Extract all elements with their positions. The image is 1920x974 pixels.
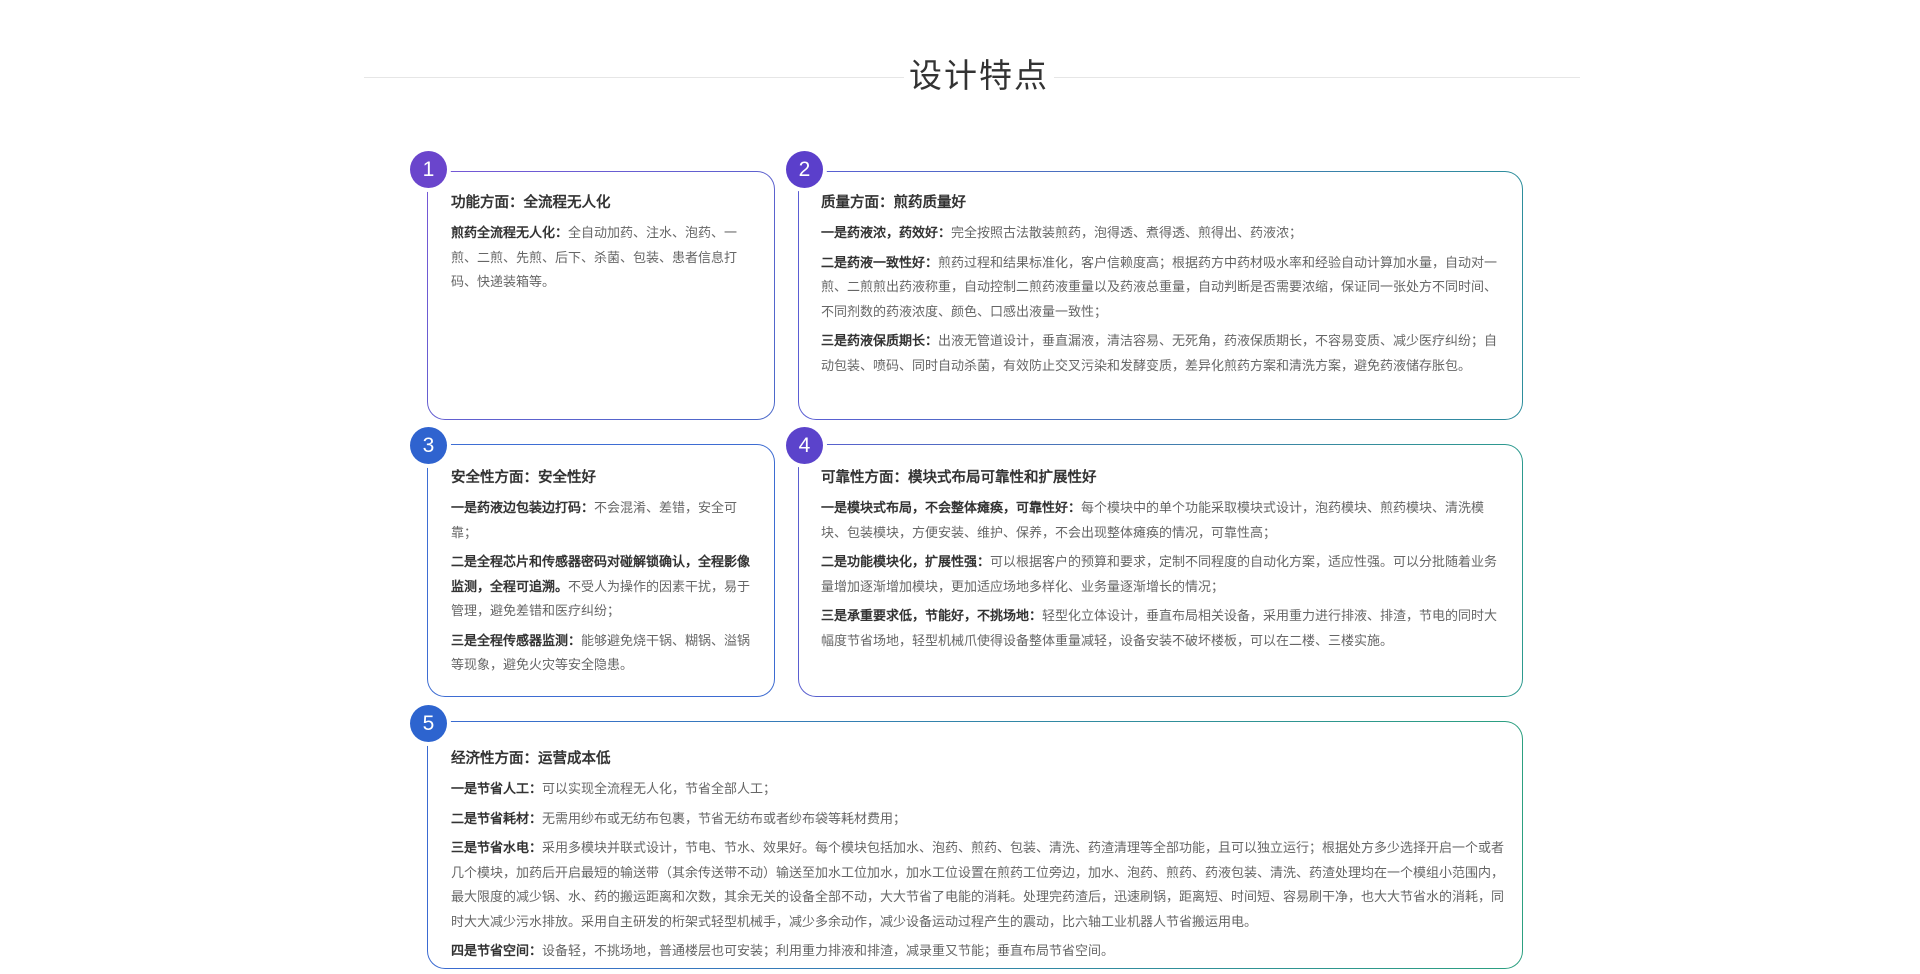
feature-card-economy (427, 721, 1523, 969)
card-paragraph: 三是药液保质期长：出液无管道设计，垂直漏液，清洁容易、无死角，药液保质期长，不容… (821, 330, 1506, 379)
card-paragraph: 一是药液浓，药效好：完全按照古法散装煎药，泡得透、煮得透、煎得出、药液浓； (821, 222, 1506, 247)
card-title: 经济性方面：运营成本低 (451, 751, 611, 767)
card-paragraph: 一是节省人工：可以实现全流程无人化，节省全部人工； (451, 778, 1506, 803)
paragraph-lead: 一是药液边包装边打码： (451, 501, 595, 516)
feature-card-safety (427, 444, 775, 697)
paragraph-text: 不会混淆、差错，安全可靠； (451, 501, 738, 541)
card-content: 安全性方面：安全性好 一是药液边包装边打码：不会混淆、差错，安全可靠； 二是全程… (451, 468, 757, 684)
paragraph-text: 无需用纱布或无纺布包裹，节省无纺布或者纱布袋等耗材费用； (542, 811, 907, 827)
paragraph-text: 轻型化立体设计，垂直布局相关设备，采用重力进行排液、排渣，节电的同时大幅度节省场… (821, 609, 1498, 649)
card-title: 可靠性方面：模块式布局可靠性和扩展性好 (821, 470, 1097, 486)
card-content: 经济性方面：运营成本低 一是节省人工：可以实现全流程无人化，节省全部人工； 二是… (451, 749, 1506, 970)
card-title: 质量方面：煎药质量好 (821, 195, 966, 211)
card-content: 可靠性方面：模块式布局可靠性和扩展性好 一是模块式布局，不会整体瘫痪，可靠性好：… (821, 468, 1506, 659)
feature-card-reliability (798, 444, 1523, 697)
paragraph-lead: 一是药液浓，药效好： (821, 226, 952, 241)
paragraph-text: 设备轻，不挑场地，普通楼层也可安装；利用重力排液和排渣，减录重又节能；垂直布局节… (542, 944, 1115, 959)
paragraph-lead: 二是全程芯片和传感器密码对碰解锁确认，全程影像监测，全程可追溯。 (451, 555, 751, 595)
card-number-badge: 4 (786, 427, 823, 464)
card-title: 功能方面：全流程无人化 (451, 195, 611, 211)
card-paragraph: 三是全程传感器监测：能够避免烧干锅、糊锅、溢锅等现象，避免火灾等安全隐患。 (451, 630, 757, 679)
paragraph-text: 能够避免烧干锅、糊锅、溢锅等现象，避免火灾等安全隐患。 (451, 633, 751, 674)
card-number-badge: 5 (410, 705, 447, 742)
paragraph-text: 完全按照古法散装煎药，泡得透、煮得透、煎得出、药液浓； (951, 226, 1303, 241)
page-title: 设计特点 (904, 50, 1054, 102)
paragraph-lead: 煎药全流程无人化： (451, 226, 569, 241)
paragraph-text: 采用多模块并联式设计，节电、节水、效果好。每个模块包括加水、泡药、煎药、包装、清… (451, 841, 1505, 930)
card-content: 质量方面：煎药质量好 一是药液浓，药效好：完全按照古法散装煎药，泡得透、煮得透、… (821, 193, 1506, 384)
paragraph-lead: 四是节省空间： (451, 944, 543, 959)
feature-card-quality (798, 171, 1523, 420)
paragraph-text: 不受人为操作的因素干扰，易于管理，避免差错和医疗纠纷； (451, 579, 751, 620)
card-paragraph: 三是承重要求低，节能好，不挑场地：轻型化立体设计，垂直布局相关设备，采用重力进行… (821, 605, 1506, 654)
paragraph-lead: 三是全程传感器监测： (451, 633, 582, 649)
card-paragraph: 二是功能模块化，扩展性强：可以根据客户的预算和要求，定制不同程度的自动化方案，适… (821, 551, 1506, 600)
card-paragraph: 煎药全流程无人化：全自动加药、注水、泡药、一煎、二煎、先煎、后下、杀菌、包装、患… (451, 222, 757, 296)
paragraph-lead: 一是节省人工： (451, 782, 543, 797)
feature-card-function (427, 171, 775, 420)
card-paragraph: 四是节省空间：设备轻，不挑场地，普通楼层也可安装；利用重力排液和排渣，减录重又节… (451, 940, 1506, 965)
paragraph-text: 煎药过程和结果标准化，客户信赖度高；根据药方中药材吸水率和经验自动计算加水量，自… (821, 255, 1498, 320)
paragraph-lead: 二是药液一致性好： (821, 255, 939, 271)
card-content: 功能方面：全流程无人化 煎药全流程无人化：全自动加药、注水、泡药、一煎、二煎、先… (451, 193, 757, 301)
card-paragraph: 一是药液边包装边打码：不会混淆、差错，安全可靠； (451, 497, 757, 546)
card-paragraph: 二是全程芯片和传感器密码对碰解锁确认，全程影像监测，全程可追溯。不受人为操作的因… (451, 551, 757, 625)
card-number-badge: 3 (410, 427, 447, 464)
paragraph-lead: 三是节省水电： (451, 841, 543, 856)
paragraph-lead: 三是承重要求低，节能好，不挑场地： (821, 609, 1043, 624)
card-number-badge: 1 (410, 151, 447, 188)
paragraph-text: 出液无管道设计，垂直漏液，清洁容易、无死角，药液保质期长，不容易变质、减少医疗纠… (821, 334, 1498, 374)
card-paragraph: 三是节省水电：采用多模块并联式设计，节电、节水、效果好。每个模块包括加水、泡药、… (451, 837, 1506, 935)
paragraph-lead: 一是模块式布局，不会整体瘫痪，可靠性好： (821, 501, 1082, 516)
paragraph-text: 可以实现全流程无人化，节省全部人工； (542, 782, 777, 797)
card-paragraph: 一是模块式布局，不会整体瘫痪，可靠性好：每个模块中的单个功能采取模块式设计，泡药… (821, 497, 1506, 546)
paragraph-lead: 三是药液保质期长： (821, 334, 939, 349)
paragraph-text: 每个模块中的单个功能采取模块式设计，泡药模块、煎药模块、清洗模块、包装模块，方便… (821, 501, 1485, 541)
card-paragraph: 二是药液一致性好：煎药过程和结果标准化，客户信赖度高；根据药方中药材吸水率和经验… (821, 252, 1506, 326)
paragraph-lead: 二是节省耗材： (451, 811, 543, 827)
paragraph-lead: 二是功能模块化，扩展性强： (821, 555, 991, 570)
card-number-badge: 2 (786, 151, 823, 188)
paragraph-text: 可以根据客户的预算和要求，定制不同程度的自动化方案，适应性强。可以分批随着业务量… (821, 555, 1498, 595)
card-title: 安全性方面：安全性好 (451, 470, 596, 486)
card-paragraph: 二是节省耗材：无需用纱布或无纺布包裹，节省无纺布或者纱布袋等耗材费用； (451, 808, 1506, 833)
paragraph-text: 全自动加药、注水、泡药、一煎、二煎、先煎、后下、杀菌、包装、患者信息打码、快递装… (451, 226, 738, 290)
